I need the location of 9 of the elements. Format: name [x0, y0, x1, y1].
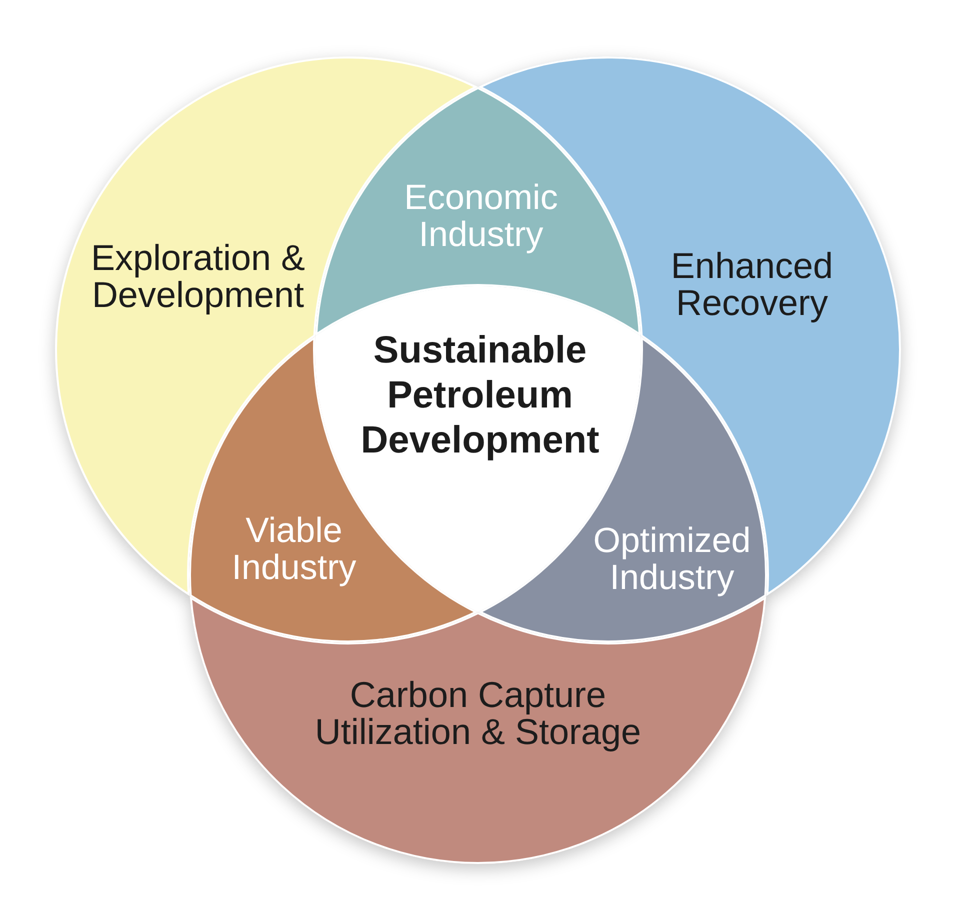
overlap-label: Economic Industry	[403, 179, 559, 253]
circle-region	[189, 596, 767, 864]
overlap-region	[315, 86, 641, 337]
center-label: Sustainable Petroleum Development	[360, 328, 600, 464]
circle-label: Carbon Capture Utilization & Storage	[314, 676, 642, 750]
circle-label: Enhanced Recovery	[670, 247, 834, 321]
overlap-label: Viable Industry	[230, 512, 358, 586]
overlap-label: Optimized Industry	[592, 522, 752, 596]
circle-label: Exploration & Development	[90, 239, 306, 313]
